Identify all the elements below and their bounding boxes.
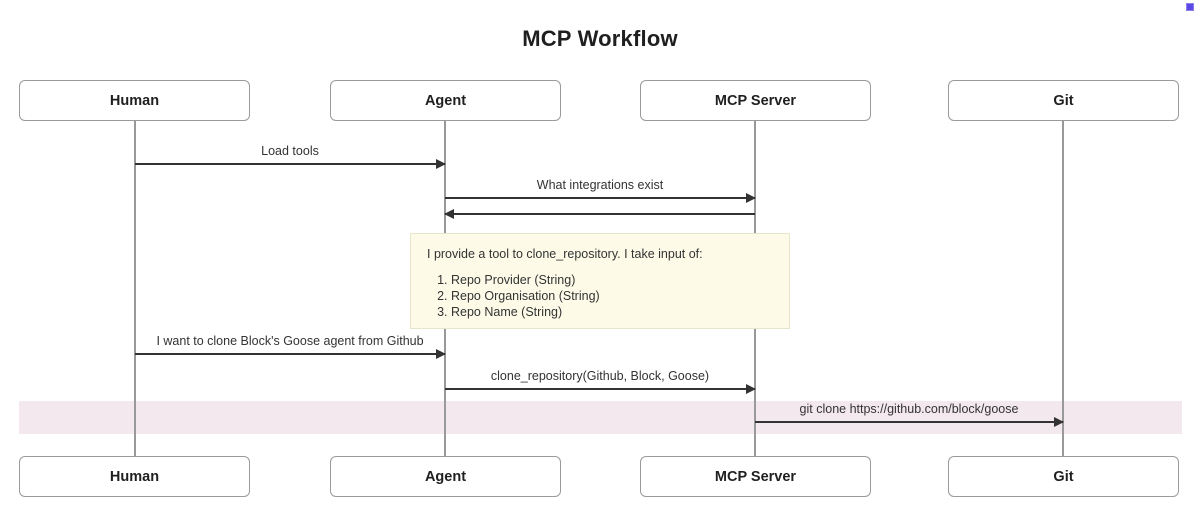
message-line — [135, 353, 445, 355]
participant-label: Agent — [424, 92, 467, 109]
note-tool-description: I provide a tool to clone_repository. I … — [410, 233, 790, 329]
participant-mcp-server-bottom[interactable]: MCP Server — [640, 456, 871, 497]
participant-git-top[interactable]: Git — [948, 80, 1179, 121]
message-line — [445, 388, 755, 390]
lifeline-git — [1062, 121, 1064, 456]
message-line — [135, 163, 445, 165]
participant-label: Human — [109, 468, 160, 485]
message-git-clone[interactable]: git clone https://github.com/block/goose — [755, 392, 1064, 427]
arrowhead-right-icon — [1054, 417, 1064, 427]
participant-human-top[interactable]: Human — [19, 80, 250, 121]
note-heading: I provide a tool to clone_repository. I … — [427, 247, 703, 261]
arrowhead-right-icon — [436, 349, 446, 359]
message-clone-request[interactable]: I want to clone Block's Goose agent from… — [135, 324, 446, 359]
message-line — [445, 197, 755, 199]
participant-mcp-server-top[interactable]: MCP Server — [640, 80, 871, 121]
participant-git-bottom[interactable]: Git — [948, 456, 1179, 497]
message-line — [755, 421, 1063, 423]
participant-label: Agent — [424, 468, 467, 485]
participant-label: MCP Server — [714, 92, 797, 109]
message-label: What integrations exist — [536, 178, 664, 192]
lifeline-human — [134, 121, 136, 456]
arrowhead-left-icon — [444, 209, 454, 219]
arrowhead-right-icon — [746, 384, 756, 394]
note-input-item: Repo Name (String) — [451, 304, 773, 320]
message-integrations-response[interactable] — [444, 190, 755, 219]
participant-agent-bottom[interactable]: Agent — [330, 456, 561, 497]
message-line — [445, 213, 755, 215]
participant-label: Git — [1053, 92, 1074, 109]
message-label: Load tools — [261, 144, 319, 158]
participant-human-bottom[interactable]: Human — [19, 456, 250, 497]
note-input-list: Repo Provider (String) Repo Organisation… — [427, 272, 773, 320]
message-label: I want to clone Block's Goose agent from… — [156, 334, 424, 348]
participant-label: MCP Server — [714, 468, 797, 485]
message-label: git clone https://github.com/block/goose — [799, 402, 1019, 416]
message-clone-repository-call[interactable]: clone_repository(Github, Block, Goose) — [445, 359, 756, 394]
note-input-item: Repo Organisation (String) — [451, 288, 773, 304]
highlight-band — [19, 401, 1182, 434]
participant-agent-top[interactable]: Agent — [330, 80, 561, 121]
diagram-title: MCP Workflow — [522, 26, 678, 51]
note-input-item: Repo Provider (String) — [451, 272, 773, 288]
message-load-tools[interactable]: Load tools — [135, 134, 446, 169]
participant-label: Git — [1053, 468, 1074, 485]
arrowhead-right-icon — [436, 159, 446, 169]
message-what-integrations-exist[interactable]: What integrations exist — [445, 168, 756, 203]
arrowhead-right-icon — [746, 193, 756, 203]
participant-label: Human — [109, 92, 160, 109]
message-label: clone_repository(Github, Block, Goose) — [490, 369, 710, 383]
selection-marker-icon — [1186, 3, 1194, 11]
